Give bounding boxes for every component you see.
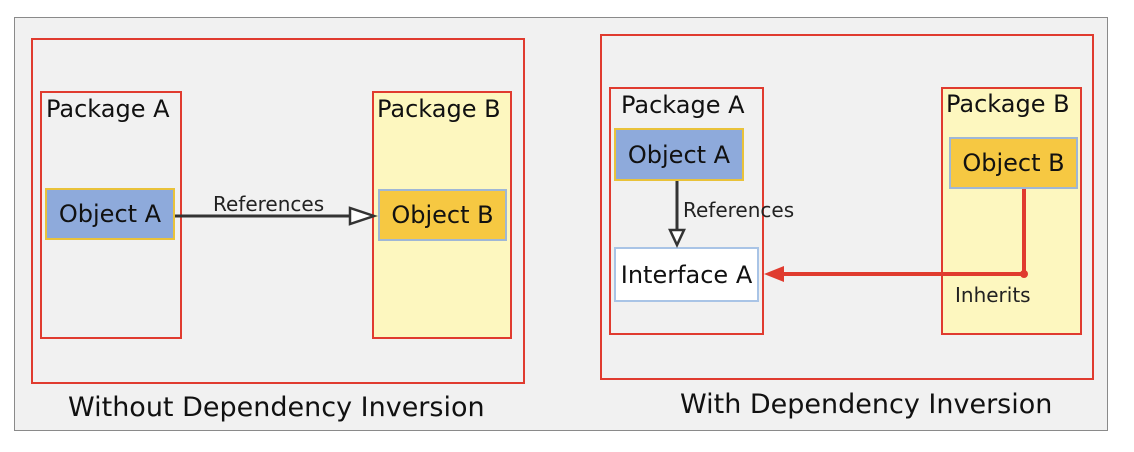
- right-object-a: Object A: [614, 128, 744, 181]
- left-object-a: Object A: [45, 188, 175, 240]
- right-interface-a: Interface A: [614, 247, 759, 302]
- left-object-b: Object B: [378, 189, 507, 241]
- left-references-label: References: [213, 192, 325, 216]
- right-diagram-frame: [600, 34, 1094, 380]
- right-inherits-label: Inherits: [955, 283, 1031, 307]
- left-references-arrow: [175, 206, 378, 226]
- left-diagram-frame: [31, 38, 525, 384]
- left-package-a-label: Package A: [46, 95, 170, 123]
- right-object-b: Object B: [949, 137, 1078, 189]
- right-package-a: [609, 87, 764, 335]
- left-package-b-label: Package B: [377, 95, 501, 123]
- right-package-a-label: Package A: [621, 91, 745, 119]
- inherits-arrow: [764, 189, 1028, 282]
- right-caption: With Dependency Inversion: [680, 389, 1053, 420]
- diagram-canvas: [14, 17, 1108, 431]
- right-references-arrow: [668, 181, 686, 248]
- right-references-label: References: [683, 198, 795, 222]
- right-package-b-label: Package B: [946, 90, 1070, 118]
- left-caption: Without Dependency Inversion: [68, 392, 485, 423]
- right-package-b: [941, 87, 1082, 335]
